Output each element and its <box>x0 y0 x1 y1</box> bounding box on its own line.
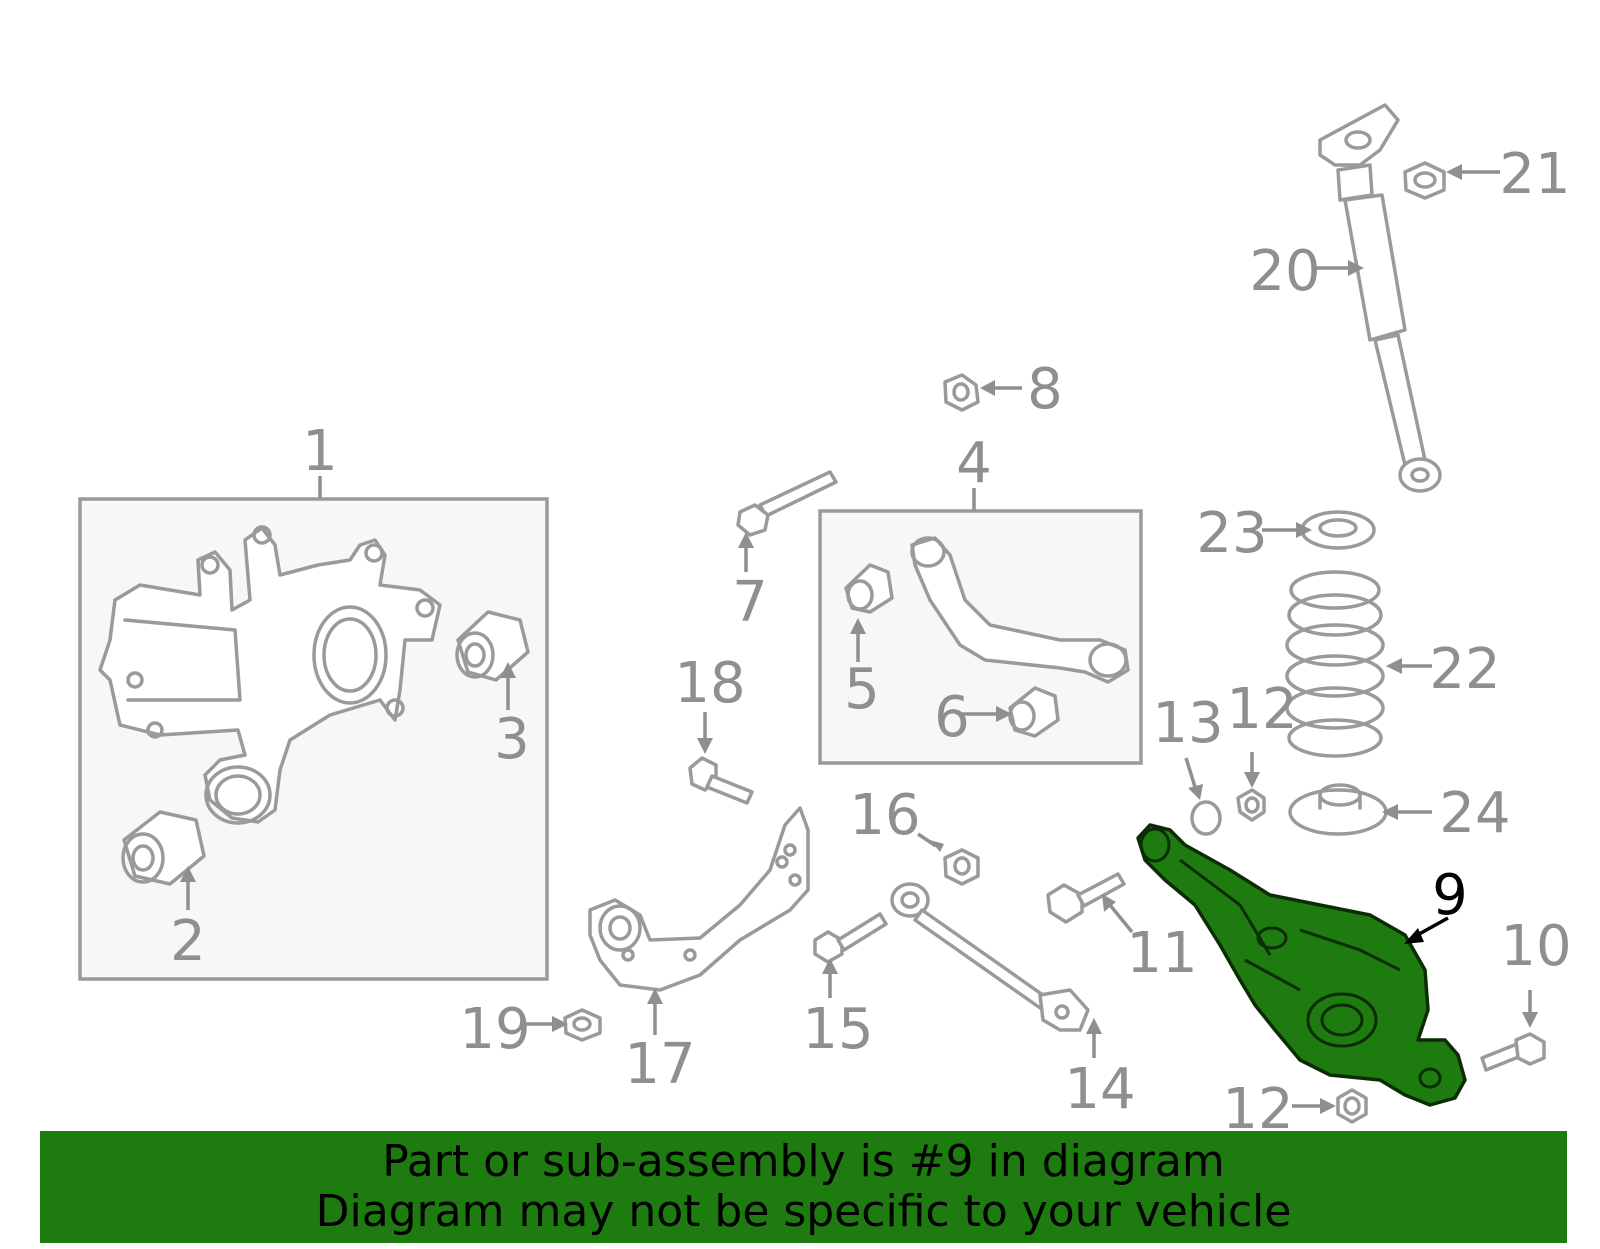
callout-1: 1 <box>302 419 338 484</box>
callout-12-upper: 12 <box>1226 677 1297 742</box>
callout-7: 7 <box>732 570 768 635</box>
nut-12-upper <box>1236 788 1266 822</box>
bolt-15 <box>813 912 888 964</box>
nut-19 <box>563 1008 602 1042</box>
bushing-2 <box>121 810 206 886</box>
callout-10: 10 <box>1500 914 1571 979</box>
upper-control-arm <box>910 536 1130 684</box>
nut-12-lower <box>1336 1088 1368 1124</box>
banner-line-1: Part or sub-assembly is #9 in diagram <box>382 1136 1225 1187</box>
ring-13 <box>1190 800 1222 836</box>
callout-24: 24 <box>1439 781 1510 846</box>
callout-13: 13 <box>1152 691 1223 756</box>
knuckle-assembly-group: 1 3 <box>78 419 549 981</box>
callout-14: 14 <box>1064 1057 1135 1122</box>
callout-2: 2 <box>170 909 206 974</box>
callout-4: 4 <box>956 431 992 496</box>
callout-19: 19 <box>459 997 530 1062</box>
callout-8: 8 <box>1027 357 1063 422</box>
bolt-10 <box>1480 1032 1546 1072</box>
spring-seat-23 <box>1300 510 1376 550</box>
bolt-11 <box>1046 872 1126 924</box>
lower-control-arm-9[interactable] <box>1136 823 1467 1107</box>
trailing-arm-bracket-17 <box>588 806 810 992</box>
nut-8 <box>943 373 980 412</box>
callout-20: 20 <box>1249 239 1320 304</box>
banner-line-2: Diagram may not be specific to your vehi… <box>315 1186 1292 1237</box>
bushing-3 <box>455 610 530 682</box>
notice-banner: Part or sub-assembly is #9 in diagram Di… <box>40 1131 1567 1243</box>
nut-16 <box>943 848 980 886</box>
shock-absorber <box>1318 103 1442 493</box>
nut-21 <box>1403 161 1446 200</box>
callout-15: 15 <box>802 997 873 1062</box>
rear-knuckle <box>98 525 442 825</box>
callout-9: 9 <box>1432 863 1468 928</box>
callout-3: 3 <box>494 707 530 772</box>
coil-spring-22 <box>1285 570 1385 758</box>
bolt-18 <box>688 756 754 805</box>
callout-5: 5 <box>844 657 880 722</box>
lateral-link-14 <box>890 882 1090 1032</box>
callout-17: 17 <box>624 1032 695 1097</box>
callout-16: 16 <box>849 783 920 848</box>
callout-18: 18 <box>674 651 745 716</box>
spring-seat-24 <box>1288 783 1388 836</box>
callout-22: 22 <box>1429 637 1500 702</box>
bushing-5 <box>844 563 894 614</box>
callout-6: 6 <box>934 685 970 750</box>
callout-11: 11 <box>1126 921 1197 986</box>
callout-21: 21 <box>1499 142 1570 207</box>
callout-23: 23 <box>1196 501 1267 566</box>
upper-arm-assembly-group: 4 5 6 <box>818 431 1143 765</box>
bushing-6 <box>1008 686 1060 738</box>
bolt-7 <box>736 470 838 537</box>
